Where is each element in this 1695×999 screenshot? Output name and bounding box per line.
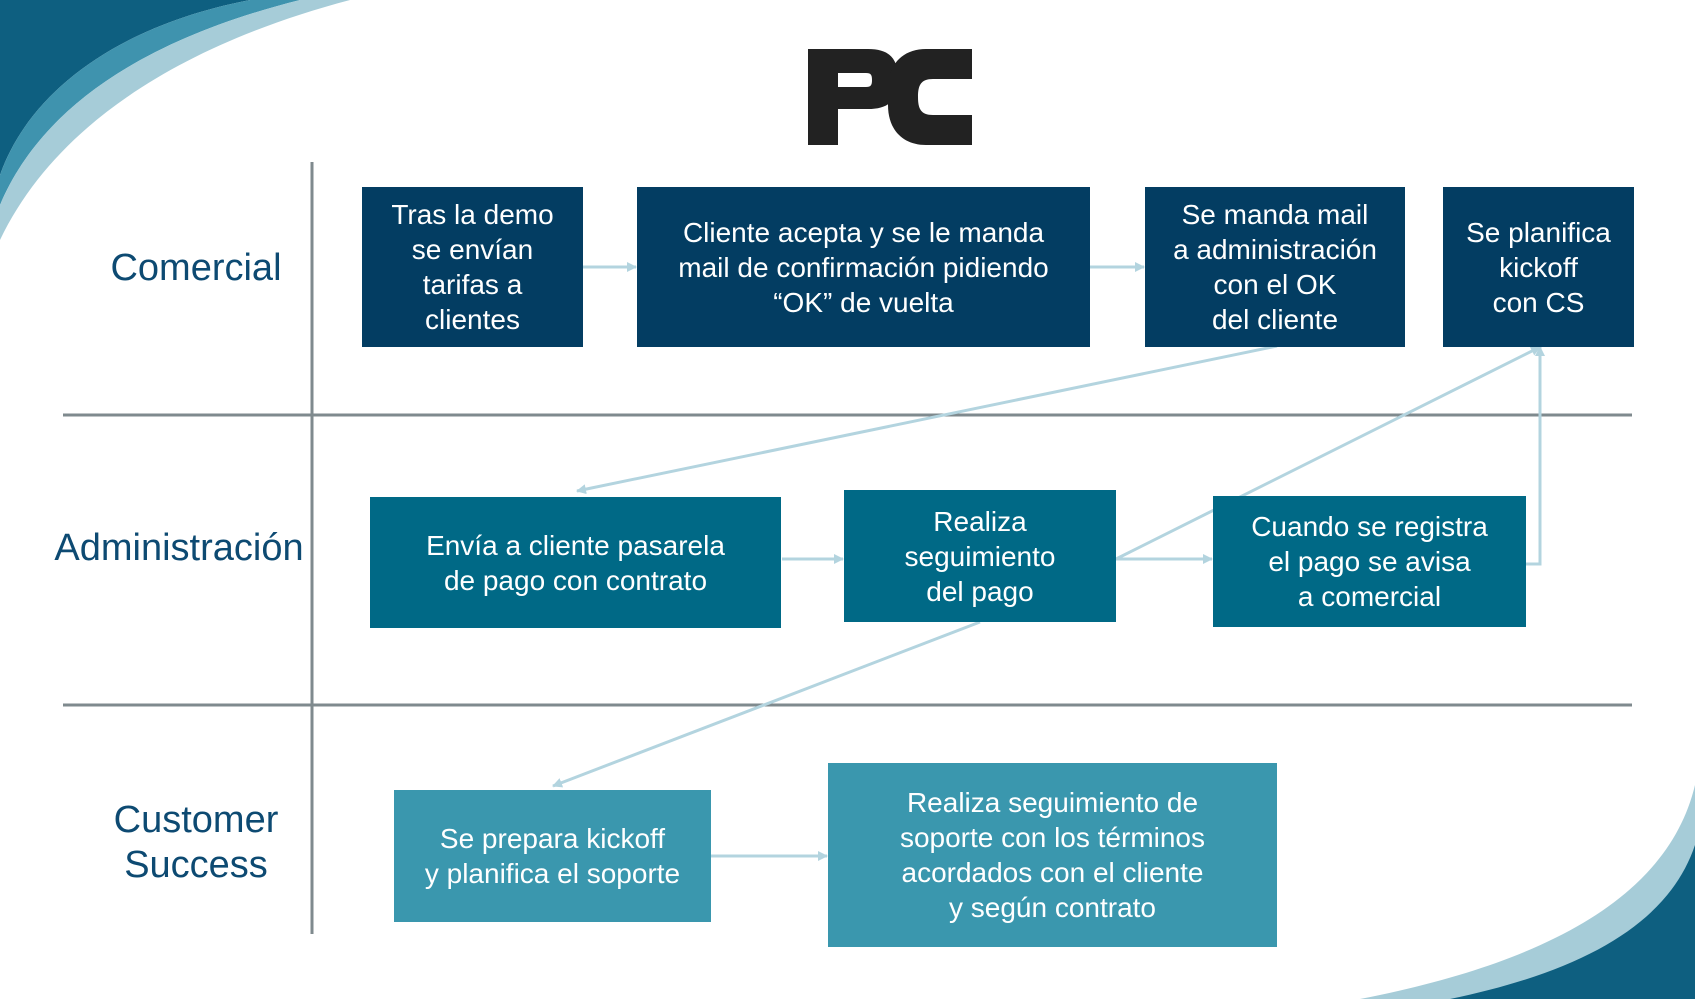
corner-swoosh-top-mid <box>0 0 300 205</box>
step-seguimiento-soporte: Realiza seguimiento de soporte con los t… <box>828 763 1277 947</box>
step-tarifas: Tras la demo se envían tarifas a cliente… <box>362 187 583 347</box>
step-registro-pago: Cuando se registra el pago se avisa a co… <box>1213 496 1526 627</box>
corner-swoosh-top-light <box>0 0 350 240</box>
step-confirmacion: Cliente acepta y se le manda mail de con… <box>637 187 1090 347</box>
step-prepara-kickoff: Se prepara kickoff y planifica el soport… <box>394 790 711 922</box>
lane-label-customer-success: Customer Success <box>113 799 279 886</box>
pc-logo-icon <box>808 49 972 145</box>
logo-letter-p <box>808 49 898 145</box>
lane-label-comercial: Comercial <box>110 247 282 289</box>
corner-swoosh-top-dark <box>0 0 250 175</box>
step-kickoff-cs: Se planifica kickoff con CS <box>1443 187 1634 347</box>
lane-label-administracion: Administración <box>54 527 304 569</box>
logo-letter-c <box>888 49 972 145</box>
step-pasarela-pago: Envía a cliente pasarela de pago con con… <box>370 497 781 628</box>
step-seguimiento-pago: Realiza seguimiento del pago <box>844 490 1116 622</box>
corner-swoosh-bottom-dark <box>1450 845 1695 999</box>
step-mail-administracion: Se manda mail a administración con el OK… <box>1145 187 1405 347</box>
